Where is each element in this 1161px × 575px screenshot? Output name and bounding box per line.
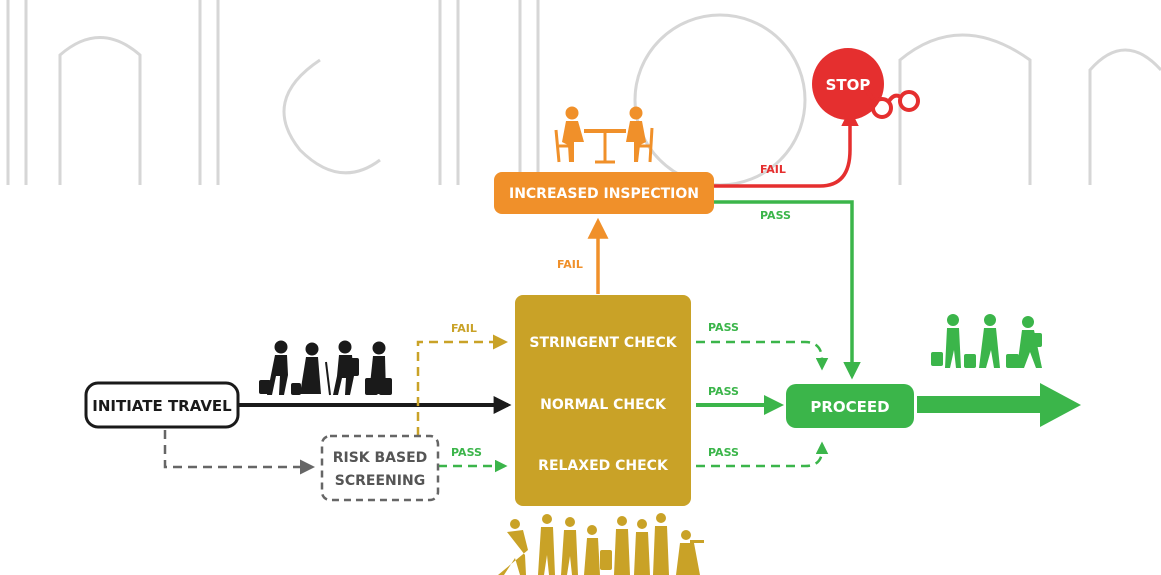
edge-label-screening-pass: PASS: [451, 446, 482, 459]
initiate-travel-node: [84, 381, 240, 429]
edge-label-stringent-pass: PASS: [708, 321, 739, 334]
stop-node: [812, 48, 884, 120]
risk-screening-label-line1: RISK BASED: [333, 450, 428, 466]
edge-screening-to-stringent: [416, 334, 508, 436]
relaxed-check-label: RELAXED CHECK: [538, 458, 669, 474]
edge-label-screening-fail: FAIL: [451, 322, 477, 335]
edge-relaxed-to-proceed: [696, 441, 829, 468]
proceed-exit-arrow: [917, 383, 1081, 427]
increased-inspection-label: INCREASED INSPECTION: [509, 186, 699, 202]
edge-label-check-fail: FAIL: [557, 258, 583, 271]
edge-label-inspection-pass: PASS: [760, 209, 791, 222]
risk-screening-node: [320, 434, 440, 502]
edge-label-relaxed-pass: PASS: [708, 446, 739, 459]
edge-inspection-to-proceed: [714, 200, 861, 380]
edge-label-normal-pass: PASS: [708, 385, 739, 398]
edge-initiate-to-screening: [163, 430, 315, 475]
interview-table-icon: [554, 106, 654, 164]
proceed-label: PROCEED: [810, 398, 889, 416]
edge-label-inspection-fail: FAIL: [760, 163, 786, 176]
proceed-node: [786, 384, 914, 428]
risk-screening-label-line2: SCREENING: [335, 473, 425, 489]
edge-stringent-to-proceed: [696, 340, 829, 371]
handcuffs-icon: [864, 88, 920, 119]
normal-check-label: NORMAL CHECK: [540, 397, 667, 413]
edge-inspection-to-stop: [714, 108, 859, 188]
checks-block: [515, 295, 691, 506]
increased-inspection-node: [494, 172, 714, 214]
stringent-check-label: STRINGENT CHECK: [529, 335, 677, 351]
proceeding-travelers-icon: [931, 314, 1042, 368]
travelers-silhouette-icon: [259, 340, 392, 396]
initiate-travel-label: INITIATE TRAVEL: [92, 397, 232, 415]
intechopen-logo-watermark: [6, 0, 1161, 187]
stop-label: STOP: [826, 76, 871, 94]
crowd-silhouette-icon: [498, 513, 704, 575]
